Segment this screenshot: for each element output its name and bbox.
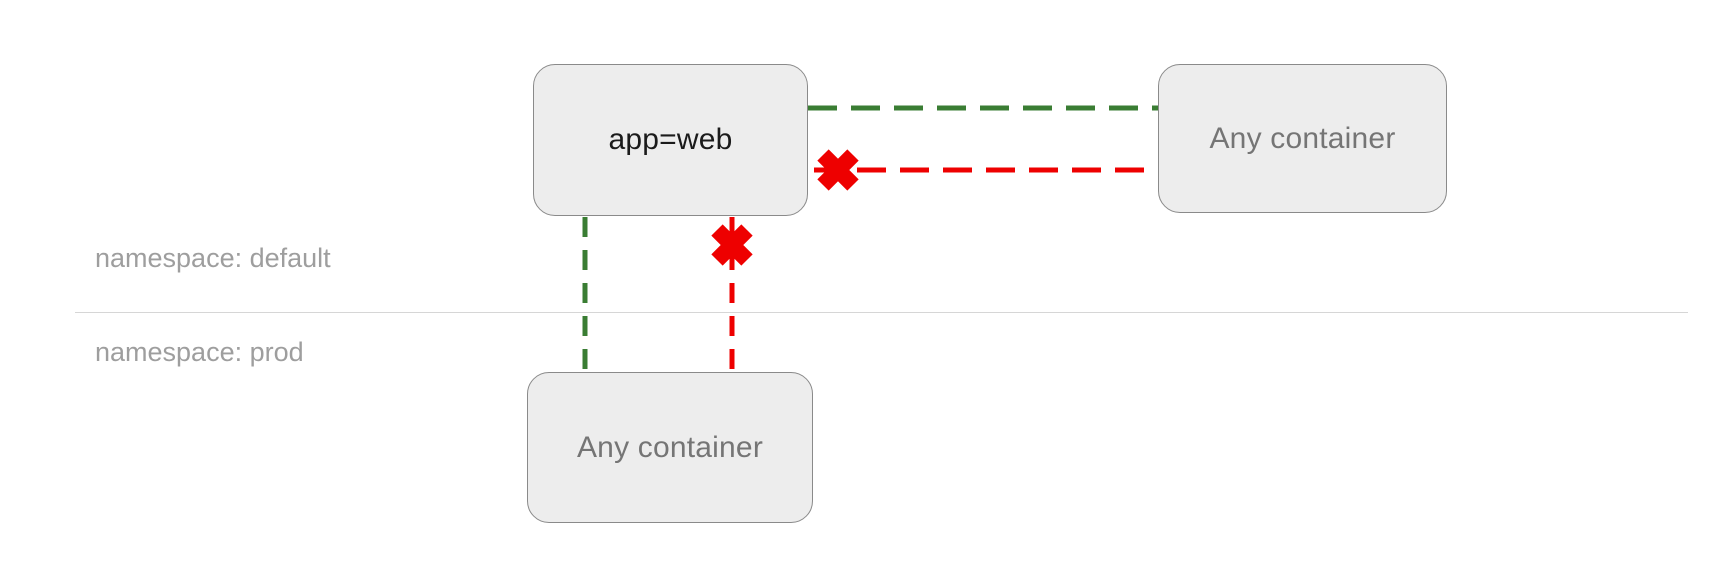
node-any-container-default-label: Any container [1209,121,1396,155]
node-app-web: app=web [533,64,808,216]
node-any-container-default: Any container [1158,64,1447,213]
namespace-default-label: namespace: default [95,243,331,273]
node-any-container-prod-label: Any container [576,430,764,464]
blocked-x-icon [711,224,753,266]
namespace-divider [75,312,1688,313]
node-any-container-prod: Any container [527,372,813,523]
namespace-prod-label: namespace: prod [95,337,304,367]
blocked-x-icon [817,149,859,191]
node-app-web-label: app=web [608,123,733,156]
